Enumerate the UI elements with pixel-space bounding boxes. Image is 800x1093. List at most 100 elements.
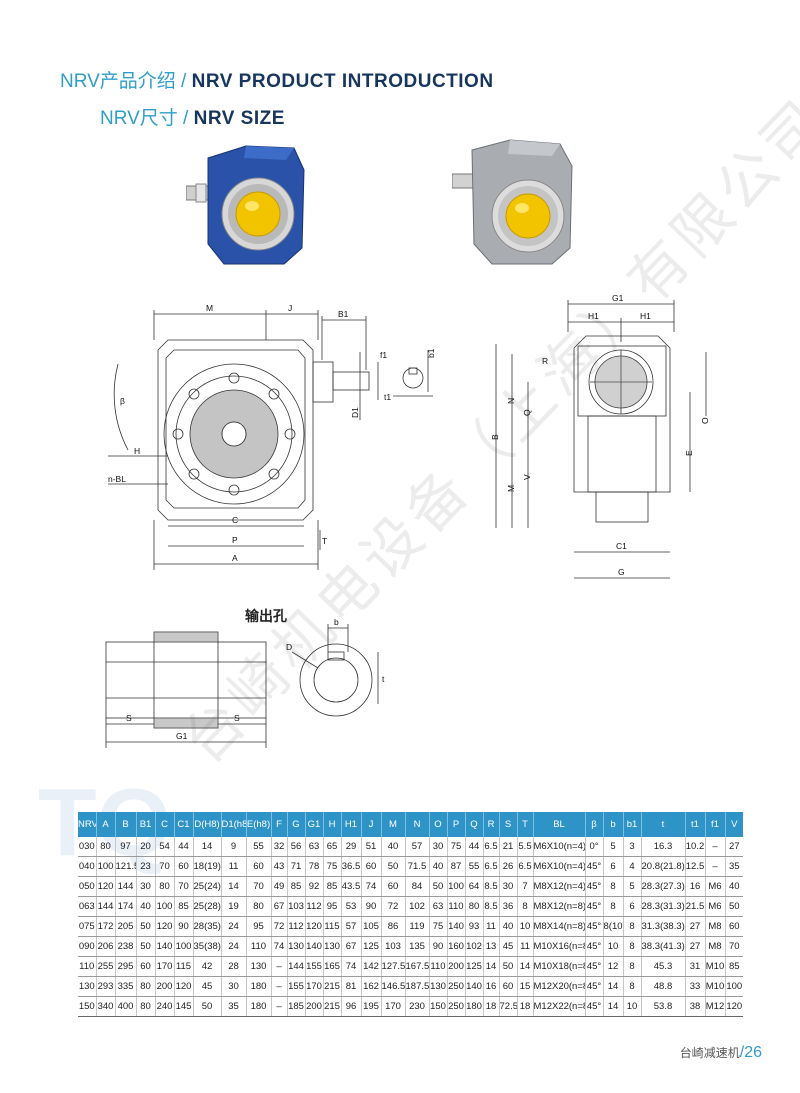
table-cell: 238: [115, 936, 137, 957]
table-cell: 400: [115, 996, 137, 1017]
table-cell: 14: [483, 956, 500, 977]
front-view-drawing: M J B1 f1 b1 t1 D1 β H n-BL C P A T: [108, 303, 436, 570]
table-cell: 25(24): [193, 876, 222, 897]
table-cell: 4: [623, 856, 642, 877]
table-cell: 67: [271, 896, 288, 917]
dim-label-H1-right: H1: [640, 311, 651, 321]
table-cell: 140: [447, 916, 466, 937]
table-cell: 119: [405, 916, 430, 937]
table-cell: 24: [221, 936, 247, 957]
table-cell: 9: [221, 837, 247, 857]
table-cell: M6X10(n=4): [533, 856, 586, 877]
column-header: b1: [623, 812, 642, 837]
table-cell: 31: [685, 956, 706, 977]
dim-label-nBL: n-BL: [108, 474, 126, 484]
table-cell: 35: [725, 856, 743, 877]
table-cell: 170: [155, 956, 175, 977]
table-cell: M8: [705, 916, 726, 937]
table-cell: 65: [323, 837, 342, 857]
table-cell: 67: [341, 936, 362, 957]
table-cell: 200: [305, 996, 324, 1017]
column-header: β: [585, 812, 604, 837]
table-cell: 215: [323, 976, 342, 997]
table-cell: M8X12(n=8): [533, 896, 586, 917]
table-cell: 19: [221, 896, 247, 917]
dimension-table: NRVABB1CC1D(H8)D1(h8)E(h8)FGG1HH1JMNOPQR…: [78, 812, 743, 1017]
table-cell: 105: [361, 916, 382, 937]
dim-label-t: t: [382, 674, 385, 684]
table-cell: 090: [78, 936, 97, 957]
column-header: A: [96, 812, 116, 837]
table-cell: 040: [78, 856, 97, 877]
table-cell: 8: [623, 936, 642, 957]
table-cell: 45.3: [641, 956, 686, 977]
table-cell: 20.8(21.8): [641, 856, 686, 877]
table-cell: 36: [499, 896, 518, 917]
table-cell: 45°: [585, 856, 604, 877]
table-cell: –: [271, 976, 288, 997]
table-cell: 38: [685, 996, 706, 1017]
table-cell: 11: [221, 856, 247, 877]
table-cell: 40: [725, 876, 743, 897]
table-cell: 155: [305, 956, 324, 977]
table-cell: 70: [246, 876, 272, 897]
table-cell: 55: [465, 856, 484, 877]
table-cell: M6: [705, 876, 726, 897]
table-cell: 18: [517, 996, 534, 1017]
table-cell: 85: [323, 876, 342, 897]
table-cell: 44: [465, 837, 484, 857]
table-cell: 80: [155, 876, 175, 897]
page-title: NRV产品介绍 / NRV PRODUCT INTRODUCTION: [60, 66, 494, 93]
table-cell: 71: [287, 856, 306, 877]
table-cell: 40: [136, 896, 156, 917]
table-cell: 200: [447, 956, 466, 977]
table-cell: 206: [96, 936, 116, 957]
table-cell: 56: [287, 837, 306, 857]
table-cell: 7: [517, 876, 534, 897]
table-cell: 240: [155, 996, 175, 1017]
table-cell: 295: [115, 956, 137, 977]
table-cell: 112: [287, 916, 306, 937]
table-cell: 90: [429, 936, 448, 957]
dim-label-P: P: [232, 535, 238, 545]
section-title-en: NRV SIZE: [193, 108, 285, 129]
table-cell: 170: [381, 996, 406, 1017]
table-cell: 130: [287, 936, 306, 957]
table-cell: 30: [499, 876, 518, 897]
output-hole-label: 输出孔: [245, 608, 287, 624]
dim-label-M: M: [206, 303, 213, 313]
column-header: f1: [705, 812, 726, 837]
silver-reducer-photo: [452, 139, 573, 265]
table-cell: 75: [447, 837, 466, 857]
table-cell: –: [271, 956, 288, 977]
table-cell: 155: [287, 976, 306, 997]
table-cell: 80: [136, 996, 156, 1017]
dim-label-B1: B1: [338, 309, 349, 319]
table-cell: M6X10(n=4): [533, 837, 586, 857]
table-cell: 21: [499, 837, 518, 857]
table-cell: 6.5: [517, 856, 534, 877]
table-cell: 6: [623, 896, 642, 917]
footer-brand: 台崎减速机: [679, 1046, 740, 1060]
table-cell: M12X20(n=8): [533, 976, 586, 997]
table-cell: 10.2: [685, 837, 706, 857]
table-cell: 35: [221, 996, 247, 1017]
table-cell: 60: [725, 916, 743, 937]
table-cell: 50: [136, 916, 156, 937]
table-cell: 150: [78, 996, 97, 1017]
table-cell: 71.5: [405, 856, 430, 877]
table-cell: 70: [174, 876, 194, 897]
table-cell: 180: [465, 996, 484, 1017]
column-header: B1: [136, 812, 156, 837]
column-header: S: [499, 812, 518, 837]
table-cell: 43: [271, 856, 288, 877]
table-cell: 115: [323, 916, 342, 937]
dim-label-J: J: [288, 303, 292, 313]
dim-label-S-right: S: [234, 713, 240, 723]
table-cell: 70: [155, 856, 175, 877]
table-cell: 14: [193, 837, 222, 857]
table-cell: 120: [305, 916, 324, 937]
table-cell: 63: [429, 896, 448, 917]
